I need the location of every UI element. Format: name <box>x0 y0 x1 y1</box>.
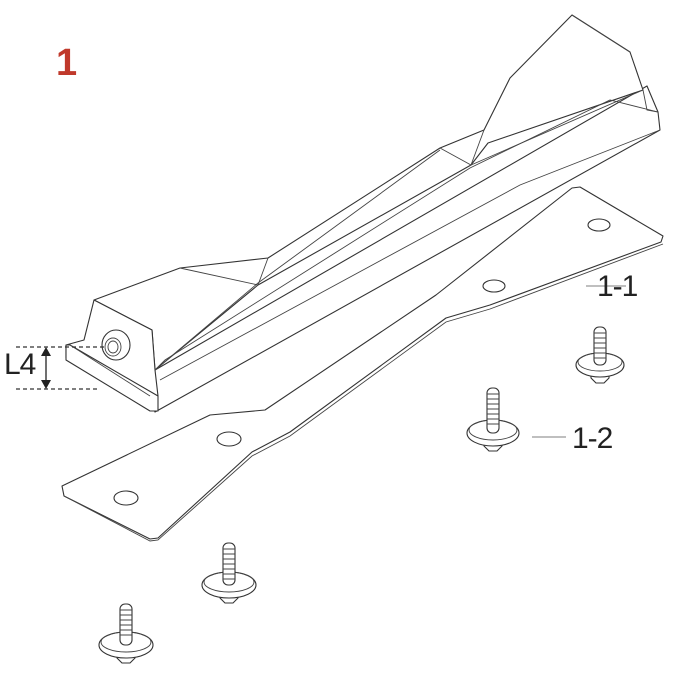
screw <box>575 326 625 384</box>
dimension-l4 <box>16 346 104 390</box>
figure-number: 1 <box>56 42 78 84</box>
callout-label-1-2: 1-2 <box>572 422 613 455</box>
callout-label-1-1: 1-1 <box>597 270 638 303</box>
screw <box>466 387 520 452</box>
screw <box>98 603 154 664</box>
rail-bracket <box>65 14 661 413</box>
dimension-label-l4: L4 <box>4 348 36 381</box>
screw <box>201 542 257 604</box>
flat-plate <box>61 186 664 542</box>
